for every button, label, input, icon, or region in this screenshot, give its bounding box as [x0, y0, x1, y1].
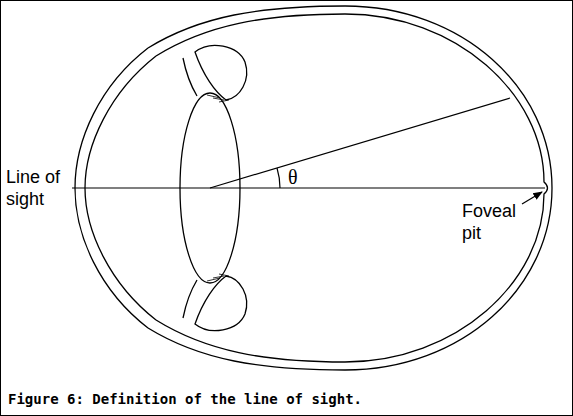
structure-label: Foveal pit: [462, 200, 524, 244]
ciliary-top: [183, 45, 247, 102]
zonule: [219, 274, 229, 276]
ciliary-body: [195, 45, 247, 100]
angle-arc: [277, 168, 280, 188]
ciliary-body: [195, 276, 247, 331]
angle-symbol: θ: [288, 166, 298, 188]
ciliary-bottom: [183, 274, 247, 331]
zonule: [213, 98, 224, 100]
iris: [183, 58, 197, 96]
angle-ray: [210, 98, 510, 188]
zonule: [207, 95, 220, 98]
iris: [183, 280, 197, 318]
zonule: [207, 278, 220, 281]
figure-caption: Figure 6: Definition of the line of sigh…: [8, 390, 362, 408]
leader-arrow: [522, 192, 542, 204]
zonule: [219, 100, 229, 102]
line-of-sight: [72, 187, 545, 188]
zonule: [213, 276, 224, 278]
structure-label: Line of sight: [6, 166, 68, 210]
